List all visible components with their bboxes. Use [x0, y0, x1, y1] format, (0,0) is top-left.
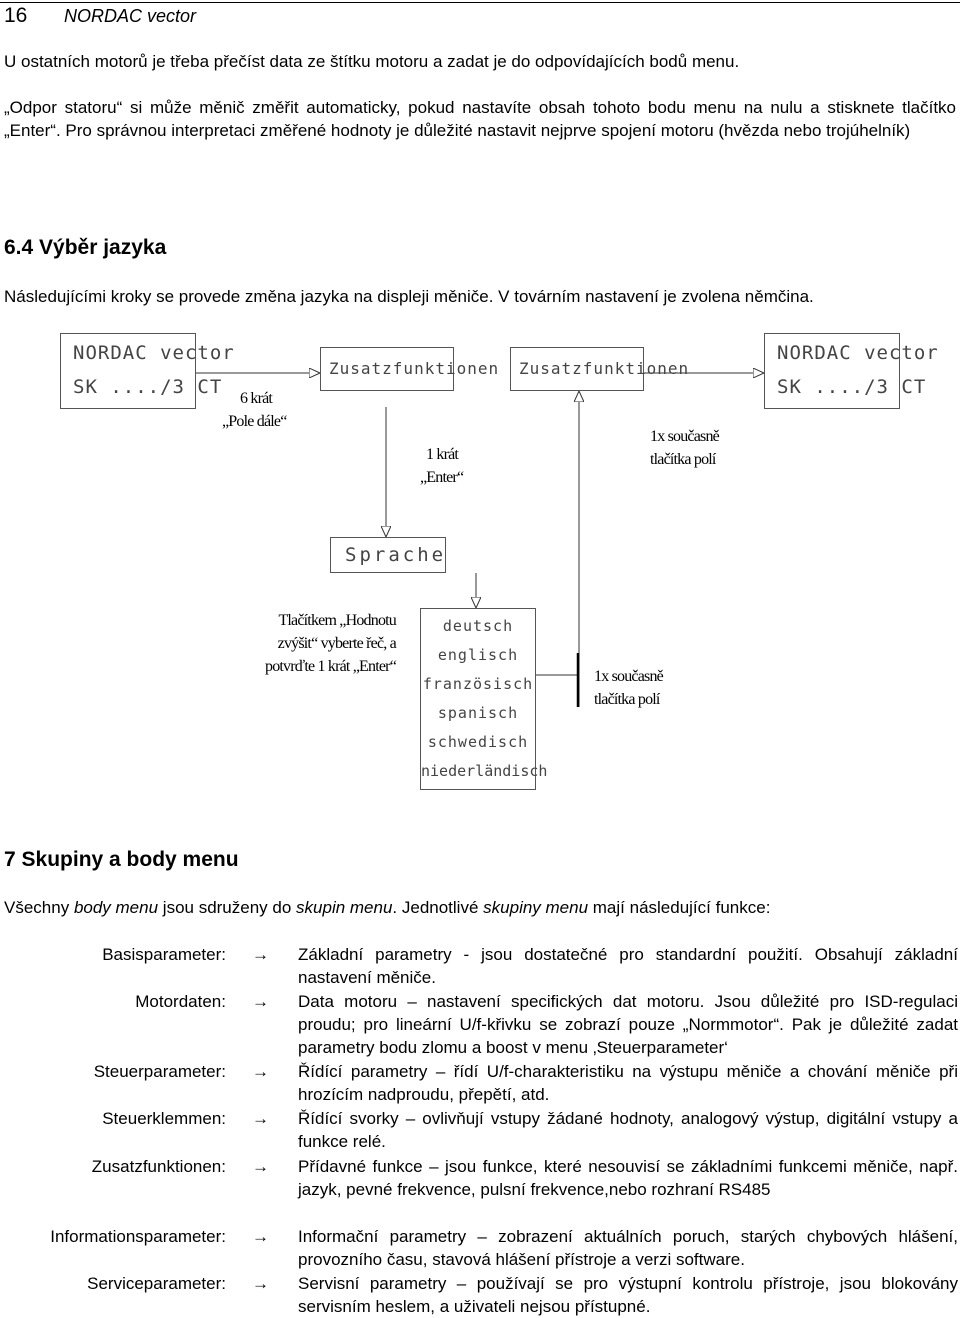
note-both-bottom-line1: 1x současně: [594, 668, 664, 685]
note-select-line1: Tlačítkem „Hodnotu: [278, 612, 396, 629]
arrow-icon: →: [252, 1109, 269, 1128]
display-start-line1: NORDAC vector: [73, 342, 235, 364]
group-label: Serviceparameter:: [87, 1274, 226, 1293]
intro-paragraph-2: „Odpor statoru“ si může měnič změřit aut…: [4, 98, 956, 140]
group-description: Informační parametry – zobrazení aktuáln…: [298, 1227, 958, 1269]
note-6x-pole-dale: 6 krát „Pole dále“: [222, 387, 287, 433]
group-label: Motordaten:: [135, 992, 226, 1011]
group-label: Informationsparameter:: [50, 1227, 226, 1246]
note-1x-enter: 1 krát „Enter“: [420, 443, 464, 489]
group-label: Basisparameter:: [102, 945, 226, 964]
note-1x-enter-line1: 1 krát: [426, 446, 459, 463]
display-language-list: deutsch englisch französisch spanisch sc…: [420, 608, 548, 790]
group-description: Řídící svorky – ovlivňují vstupy žádané …: [298, 1109, 958, 1151]
arrow-icon: →: [252, 1227, 269, 1246]
section-7-intro-text-g: mají následující funkce:: [588, 898, 771, 917]
note-both-buttons-bottom: 1x současně tlačítka polí: [594, 665, 664, 711]
diagram-connectors: [196, 325, 960, 707]
note-select-line2: zvýšit“ vyberte řeč, a: [277, 635, 397, 652]
note-6x-line1: 6 krát: [240, 390, 273, 407]
arrow-icon: →: [252, 1062, 269, 1081]
arrow-icon: →: [252, 945, 269, 964]
group-label: Zusatzfunktionen:: [91, 1157, 226, 1176]
note-both-buttons-top: 1x současně tlačítka polí: [650, 425, 720, 471]
group-label: Steuerklemmen:: [102, 1109, 226, 1128]
group-description: Data motoru – nastavení specifických dat…: [298, 992, 958, 1057]
arrow-icon: →: [252, 1157, 269, 1176]
language-selection-diagram: NORDAC vector SK ..../3 CT Zusatzfunktio…: [0, 325, 960, 805]
language-option-franzosisch: französisch: [422, 675, 534, 693]
section-7-intro-term-skupiny-menu: skupiny menu: [483, 898, 589, 917]
section-7-intro: Všechny body menu jsou sdruženy do skupi…: [4, 896, 956, 919]
section-6-4-text: Následujícími kroky se provede změna jaz…: [4, 287, 814, 306]
language-option-englisch: englisch: [437, 646, 519, 664]
note-1x-enter-line2: „Enter“: [420, 469, 464, 486]
language-option-spanisch: spanisch: [437, 704, 519, 722]
arrow-icon: →: [252, 1274, 269, 1293]
language-option-niederlandisch: niederländisch: [421, 762, 548, 780]
display-zusatzfunktionen-2: Zusatzfunktionen: [510, 347, 688, 391]
display-zusatzfunktionen-1-text: Zusatzfunktionen: [329, 359, 500, 378]
note-6x-line2: „Pole dále“: [222, 413, 287, 430]
group-label: Steuerparameter:: [93, 1062, 226, 1081]
note-both-bottom-line2: tlačítka polí: [594, 691, 660, 708]
arrow-icon: →: [252, 992, 269, 1011]
section-7-intro-term-body-menu: body menu: [73, 898, 159, 917]
note-both-top-line2: tlačítka polí: [650, 451, 716, 468]
header-rule: [0, 2, 960, 3]
display-end-line2: SK ..../3 CT: [777, 376, 927, 398]
document-title: NORDAC vector: [64, 6, 197, 26]
section-7-intro-term-skupin-menu: skupin menu: [296, 898, 393, 917]
display-end-line1: NORDAC vector: [777, 342, 939, 364]
display-sprache-text: Sprache: [345, 544, 447, 566]
group-description: Řídící parametry – řídí U/f-charakterist…: [298, 1062, 958, 1104]
display-start: NORDAC vector SK ..../3 CT: [60, 333, 234, 409]
display-start-line2: SK ..../3 CT: [73, 376, 223, 398]
section-7-intro-text-c: jsou sdruženy do: [158, 898, 297, 917]
group-description: Přídavné funkce – jsou funkce, které nes…: [298, 1157, 958, 1199]
display-sprache: Sprache: [330, 537, 446, 573]
display-end: NORDAC vector SK ..../3 CT: [764, 333, 938, 409]
section-6-4-heading: 6.4 Výběr jazyka: [4, 236, 167, 259]
group-description: Základní parametry - jsou dostatečné pro…: [298, 945, 958, 987]
note-both-top-line1: 1x současně: [650, 428, 720, 445]
section-7-intro-text-e: . Jednotlivé: [392, 898, 484, 917]
section-7-heading: 7 Skupiny a body menu: [4, 848, 239, 871]
group-description: Servisní parametry – používají se pro vý…: [298, 1274, 958, 1316]
display-zusatzfunktionen-1: Zusatzfunktionen: [320, 347, 498, 391]
section-7-intro-text-a: Všechny: [4, 898, 74, 917]
language-option-schwedisch: schwedisch: [427, 733, 529, 751]
language-option-deutsch: deutsch: [442, 617, 514, 635]
note-select-line3: potvrďte 1 krát „Enter“: [265, 658, 397, 675]
display-zusatzfunktionen-2-text: Zusatzfunktionen: [519, 359, 690, 378]
note-select-language: Tlačítkem „Hodnotu zvýšit“ vyberte řeč, …: [246, 609, 397, 678]
intro-paragraph-1: U ostatních motorů je třeba přečíst data…: [4, 52, 740, 71]
page-number: 16: [4, 4, 28, 27]
